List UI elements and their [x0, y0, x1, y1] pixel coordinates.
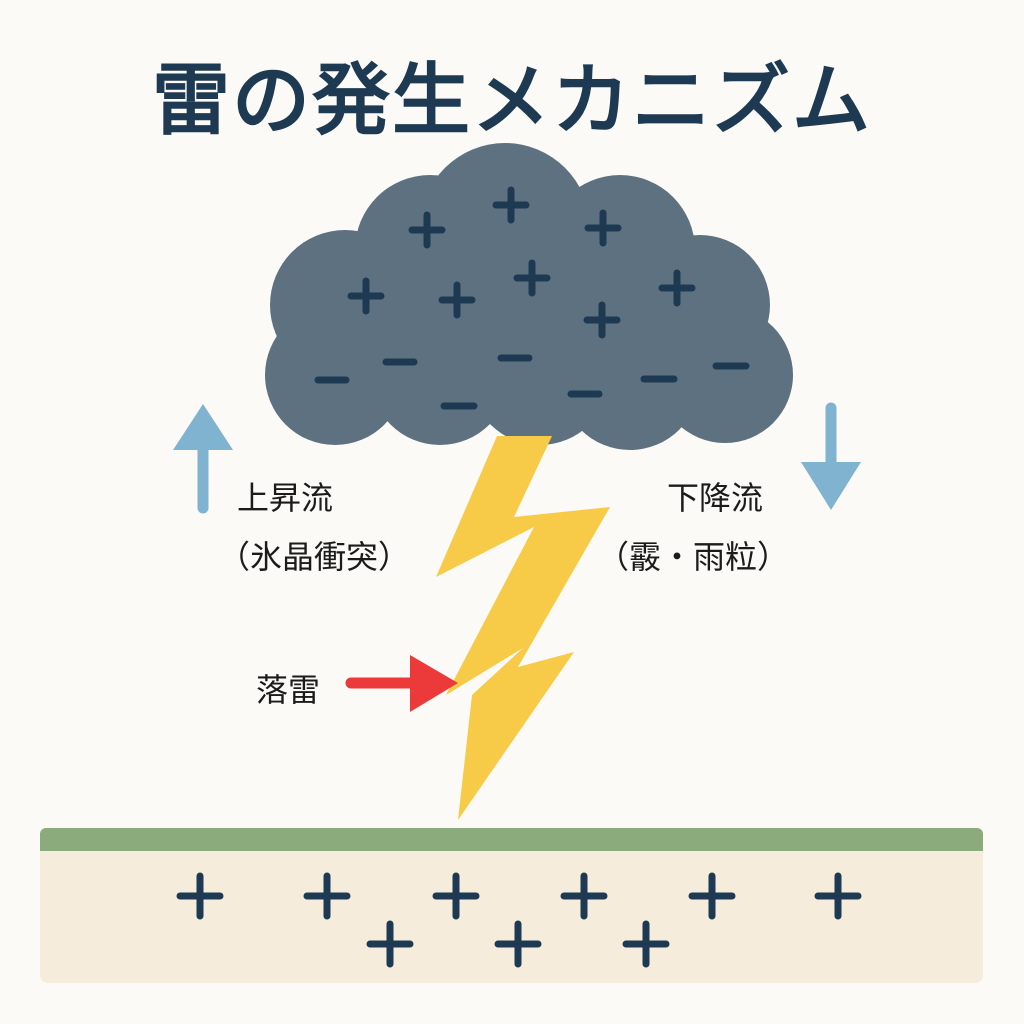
ground-plus-charge: [560, 872, 608, 920]
ground-plus-charge: [176, 872, 224, 920]
downdraft-note: （霰・雨粒）: [597, 538, 790, 576]
cloud-plus-charge: [438, 281, 476, 319]
updraft-label: 上昇流: [237, 479, 334, 517]
lightning-bolt: [436, 436, 610, 820]
ground-plus-charge: [814, 872, 862, 920]
lightning-strike-label: 落雷: [256, 671, 321, 709]
ground-plus-charge: [366, 920, 414, 968]
downdraft-arrow: [801, 402, 861, 510]
ground: [40, 828, 983, 983]
cloud-plus-charge: [584, 209, 622, 247]
ground-plus-charge: [303, 872, 351, 920]
cloud-plus-charge: [658, 269, 696, 307]
cloud-plus-charge: [513, 259, 551, 297]
cloud-plus-charge: [408, 211, 446, 249]
ground-plus-charge: [622, 920, 670, 968]
soil-layer: [40, 838, 983, 983]
cloud-negative-charges: [314, 354, 750, 410]
downdraft-label: 下降流: [667, 479, 764, 517]
updraft-note: （氷晶衝突）: [218, 538, 411, 576]
page-title: 雷の発生メカニズム: [151, 56, 872, 146]
cloud-plus-charge: [347, 277, 385, 315]
ground-positive-charges: [176, 872, 862, 968]
cloud-plus-charge: [583, 301, 621, 339]
cloud-positive-charges: [347, 186, 696, 339]
storm-cloud: [265, 143, 793, 450]
updraft-arrow: [173, 404, 233, 514]
ground-plus-charge: [688, 872, 736, 920]
ground-plus-charge: [494, 920, 542, 968]
strike-arrow: [345, 655, 458, 712]
ground-plus-charge: [432, 872, 480, 920]
cloud-plus-charge: [492, 186, 530, 224]
